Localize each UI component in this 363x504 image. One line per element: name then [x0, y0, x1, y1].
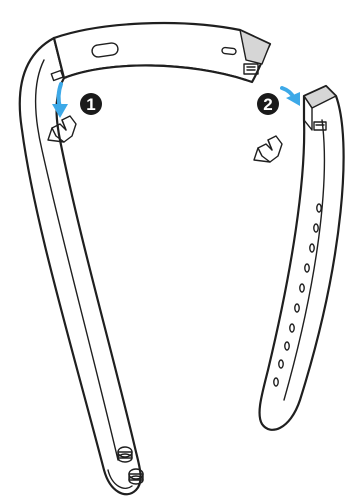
- step-1-label: 1: [86, 95, 95, 114]
- clip-icon: [254, 136, 282, 162]
- band-tracker-icon: [54, 23, 270, 82]
- step-2-label: 2: [263, 95, 272, 114]
- left-band-icon: [20, 38, 141, 494]
